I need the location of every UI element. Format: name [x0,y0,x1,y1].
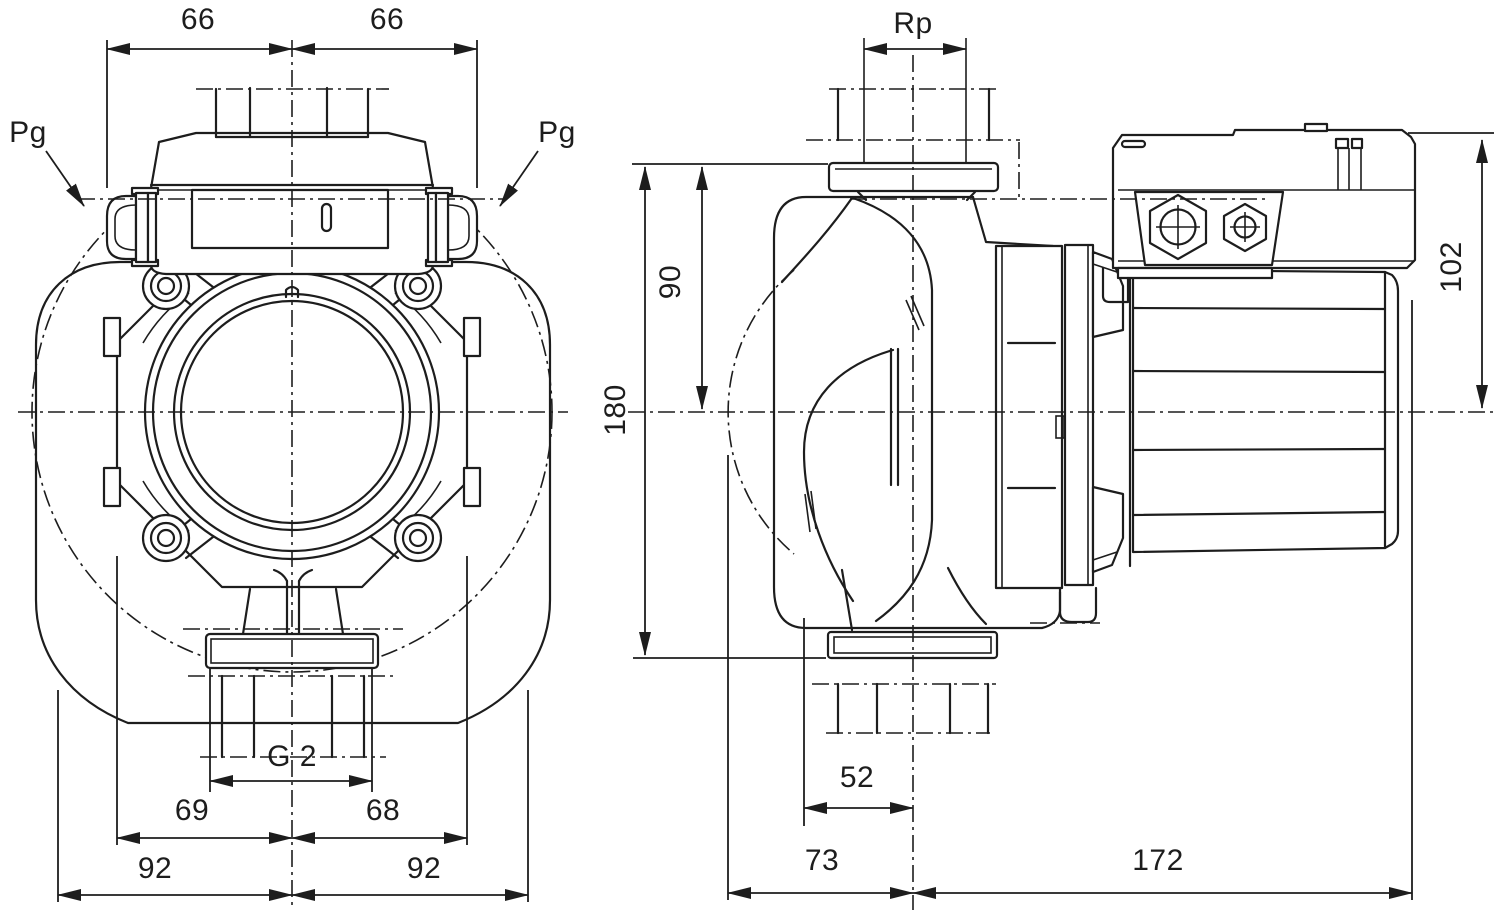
outlet-port-front [183,568,403,759]
label-pg-left: Pg [9,116,47,149]
dim-label-52: 52 [839,761,875,794]
dim-label-66-left: 66 [180,3,216,36]
volute-body [772,195,1100,632]
dim-label-90: 90 [654,264,687,300]
front-view-dimensions [45,40,539,902]
motor-canopy-outline [34,260,552,725]
dim-label-69: 69 [174,794,210,827]
cable-gland-left [105,186,160,268]
label-thread-g2: G 2 [267,740,317,773]
dim-label-180: 180 [599,384,632,436]
front-view [18,40,568,910]
dim-label-172: 172 [1132,844,1184,877]
dim-label-73: 73 [804,844,840,877]
cable-gland-right [424,186,479,268]
dim-label-66-right: 66 [369,3,405,36]
dim-label-68: 68 [365,794,401,827]
motor-body [1131,268,1400,554]
label-thread-rp: Rp [893,7,933,40]
dim-label-92-right: 92 [406,852,442,885]
side-view-dimensions [632,43,1494,900]
label-pg-right: Pg [538,116,576,149]
side-view [628,38,1494,910]
outlet-pipe-side [812,630,999,735]
motor-adapter [994,243,1132,590]
flange-side-tabs [102,316,482,508]
dim-label-92-left: 92 [137,852,173,885]
dim-label-102: 102 [1435,241,1468,293]
